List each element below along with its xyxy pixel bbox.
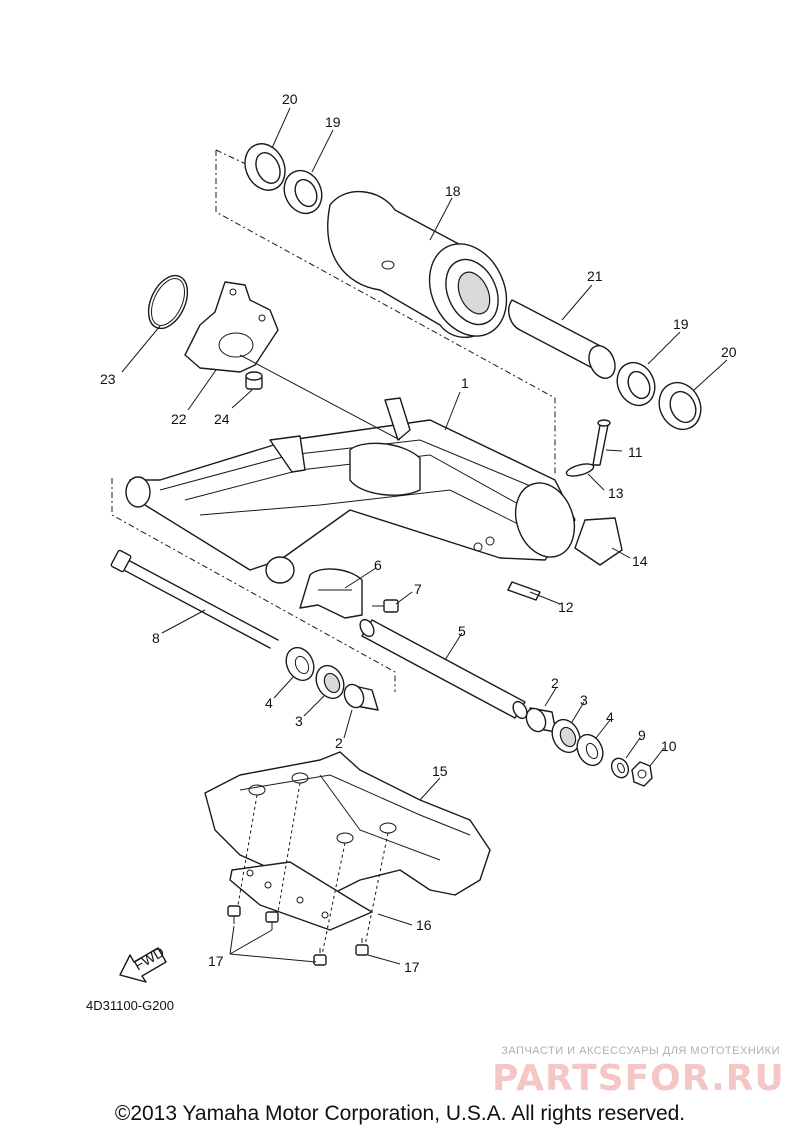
callout-10: 10 xyxy=(661,738,677,754)
callout-3-right: 3 xyxy=(580,692,588,708)
thrust-cover-4-right xyxy=(576,733,604,767)
callout-22: 22 xyxy=(171,411,187,427)
forward-arrow-icon: FWD xyxy=(119,944,167,983)
callout-18: 18 xyxy=(445,183,461,199)
bearing-2-right xyxy=(525,707,557,733)
callout-23: 23 xyxy=(100,371,116,387)
oil-seal-20-lower xyxy=(658,381,702,431)
callout-12: 12 xyxy=(558,599,574,615)
bearing-2-left xyxy=(343,683,379,711)
oil-seal-3-right xyxy=(551,718,581,754)
pivot-shaft-8 xyxy=(110,549,279,649)
oil-seal-20-upper xyxy=(244,143,286,191)
callout-7: 7 xyxy=(414,581,422,597)
callout-11: 11 xyxy=(628,444,643,460)
bolt-17-b xyxy=(265,911,279,930)
callout-8: 8 xyxy=(152,630,160,646)
callout-16: 16 xyxy=(416,917,432,933)
watermark-tagline: ЗАПЧАСТИ И АКСЕССУАРЫ ДЛЯ МОТОТЕХНИКИ xyxy=(501,1045,780,1057)
copyright-notice: ©2013 Yamaha Motor Corporation, U.S.A. A… xyxy=(114,1102,686,1125)
bolt-17-a xyxy=(227,905,241,924)
guard-15 xyxy=(204,751,491,896)
callout-labels: 20 19 18 21 19 20 23 22 24 1 11 13 14 12… xyxy=(100,91,737,975)
callout-5: 5 xyxy=(458,623,466,639)
bearing-19-upper xyxy=(283,169,323,215)
callout-1: 1 xyxy=(461,375,469,391)
bracket-14 xyxy=(574,517,623,566)
collar-5 xyxy=(359,618,528,720)
plate-12 xyxy=(507,581,541,601)
plate-16 xyxy=(229,861,373,931)
callout-6: 6 xyxy=(374,557,382,573)
partsfor-logo: PARTSFOR.RU xyxy=(492,1058,785,1099)
thrust-cover-4-left xyxy=(285,646,315,682)
callout-13: 13 xyxy=(608,485,624,501)
callout-17-right: 17 xyxy=(404,959,420,975)
callout-9: 9 xyxy=(638,727,646,743)
callout-2-left: 2 xyxy=(335,735,343,751)
bush-24 xyxy=(245,371,263,390)
washer-9 xyxy=(610,757,630,779)
bolt-7 xyxy=(372,599,399,613)
bearing-housing-18 xyxy=(327,191,508,339)
collar-21 xyxy=(508,299,616,379)
callout-15: 15 xyxy=(432,763,448,779)
callout-19-upper: 19 xyxy=(325,114,341,130)
callout-21: 21 xyxy=(587,268,603,284)
svg-text:PARTSFOR.RU: PARTSFOR.RU xyxy=(492,1058,785,1099)
callout-20-lower: 20 xyxy=(721,344,737,360)
plate-22 xyxy=(184,281,279,373)
callout-4-left: 4 xyxy=(265,695,273,711)
bolt-11 xyxy=(592,419,611,466)
washer-13 xyxy=(565,463,595,477)
callout-19-lower: 19 xyxy=(673,316,689,332)
nut-10 xyxy=(631,761,653,787)
bolt-17-d xyxy=(355,938,369,956)
circlip-23 xyxy=(147,274,189,330)
leader-lines xyxy=(121,107,728,965)
bearing-19-lower xyxy=(616,361,656,407)
callout-2-right: 2 xyxy=(551,675,559,691)
callout-14: 14 xyxy=(632,553,648,569)
callout-17-left: 17 xyxy=(208,953,224,969)
rear-arm-1 xyxy=(125,397,576,584)
diagram-code: 4D31100-G200 xyxy=(86,998,174,1013)
callout-4-right: 4 xyxy=(606,709,614,725)
bolt-17-c xyxy=(313,948,327,966)
cover-6 xyxy=(299,568,363,619)
callout-3-left: 3 xyxy=(295,713,303,729)
callout-24: 24 xyxy=(214,411,230,427)
callout-20-upper: 20 xyxy=(282,91,298,107)
oil-seal-3-left xyxy=(315,664,345,700)
